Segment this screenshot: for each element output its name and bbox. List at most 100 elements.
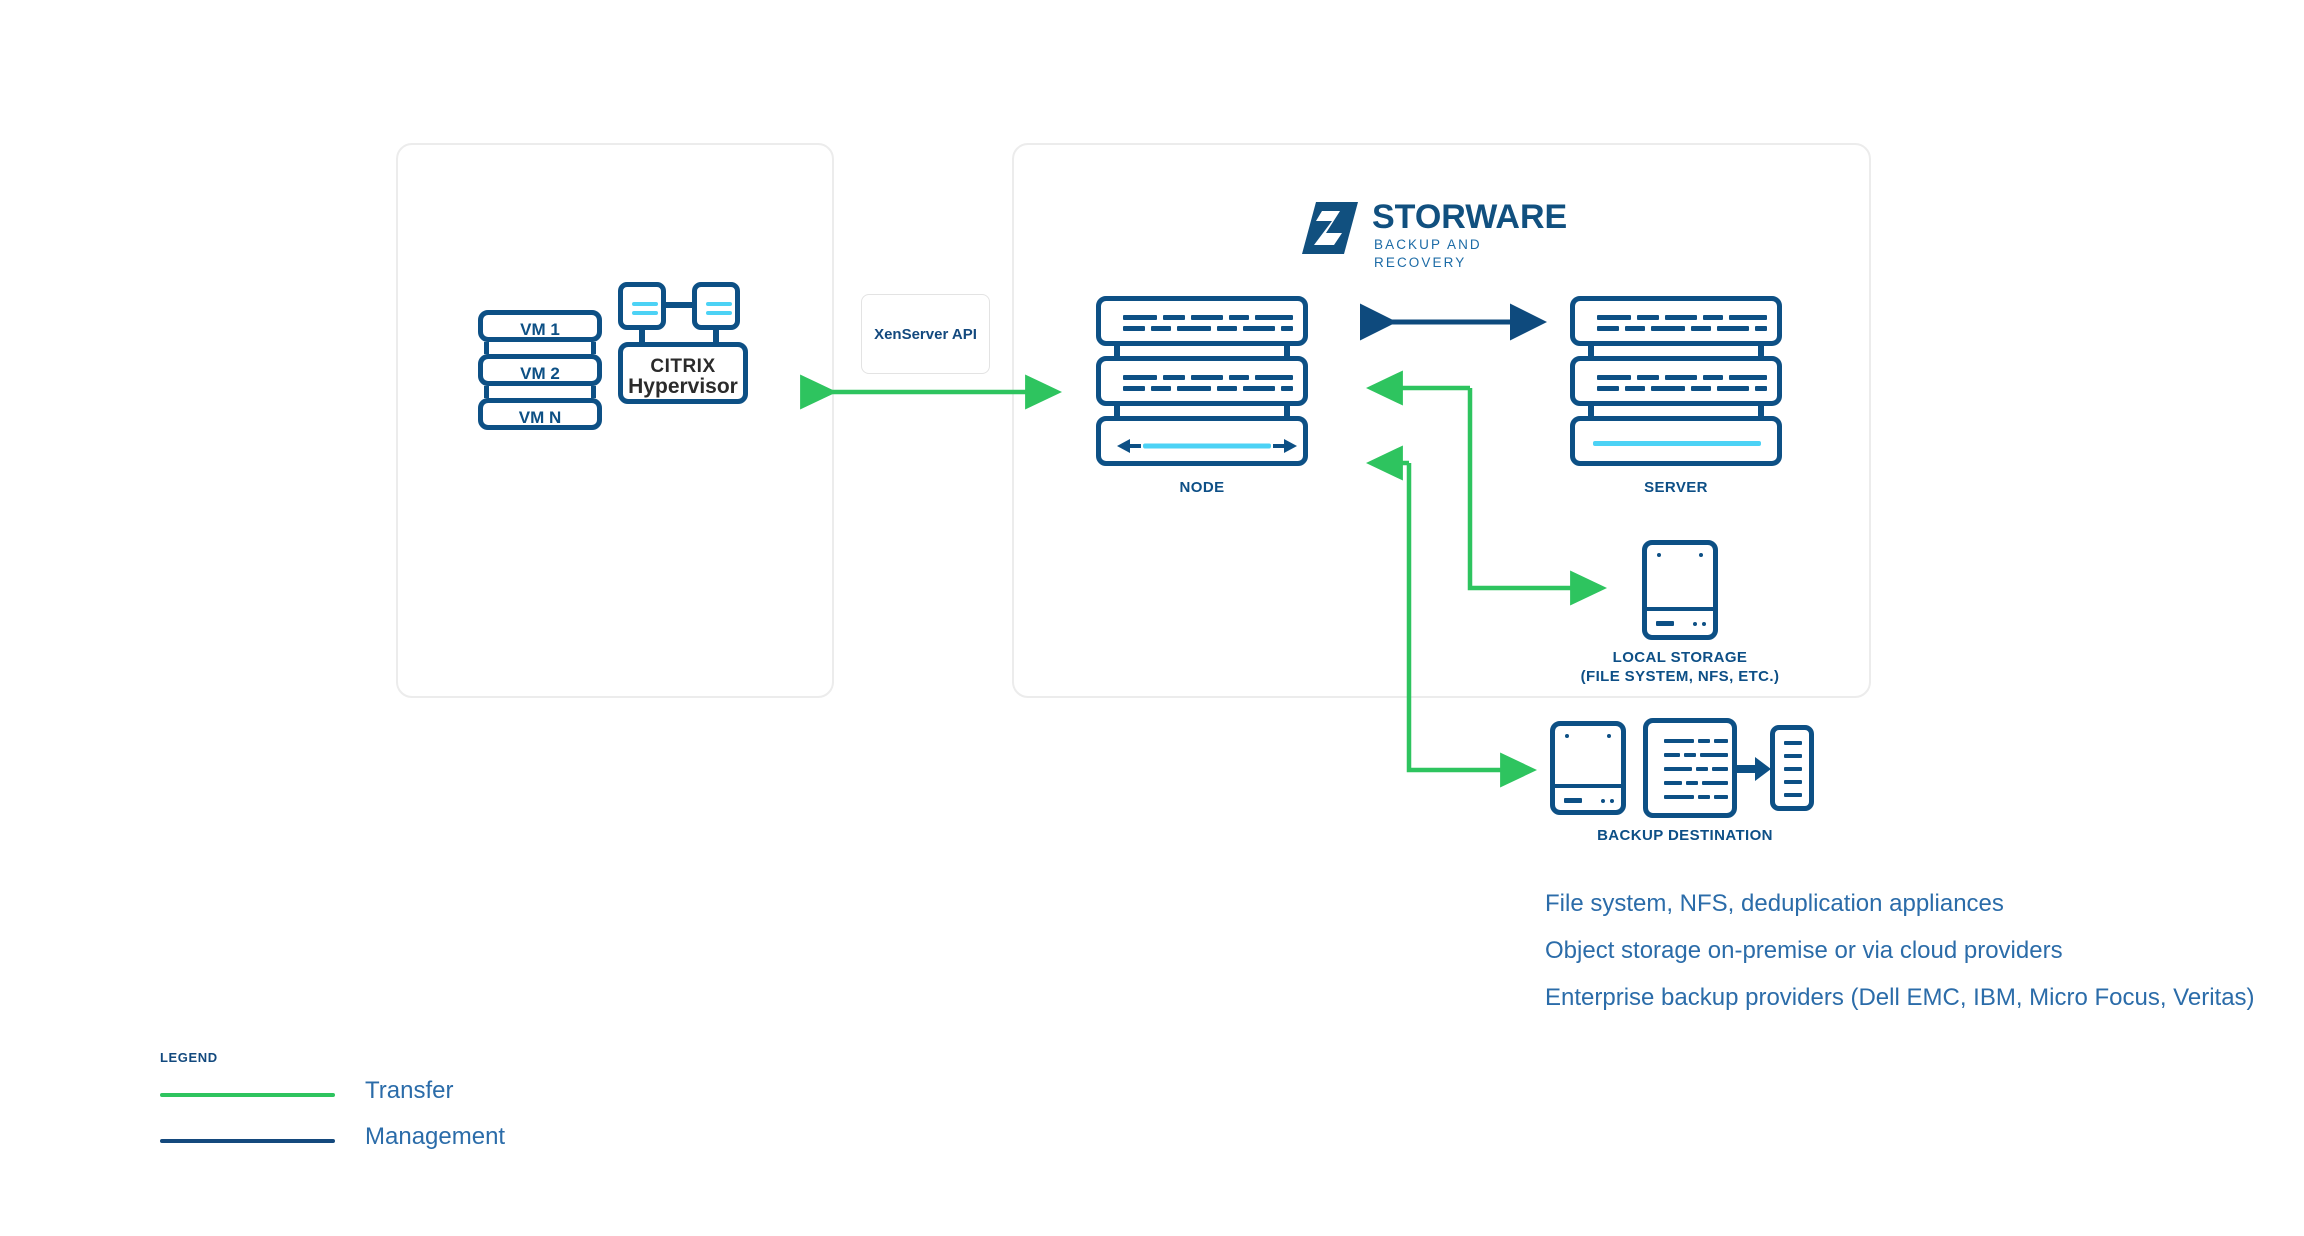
node-connector <box>1114 346 1120 356</box>
node-unit-3 <box>1096 416 1308 466</box>
dash <box>1664 781 1682 785</box>
server-connector <box>1758 346 1764 356</box>
dash <box>1597 375 1631 380</box>
dash <box>1191 315 1223 320</box>
dash <box>1625 386 1645 391</box>
node-connector <box>1284 346 1290 356</box>
vm-label: VM 2 <box>520 364 560 383</box>
dash <box>1717 386 1749 391</box>
dash <box>1703 315 1723 320</box>
node-connector <box>1284 406 1290 416</box>
backup-disk-icon <box>1550 721 1626 815</box>
storware-wordmark-text: STORWARE <box>1372 198 1568 236</box>
server-icon <box>1570 296 1782 466</box>
vm-box-1: VM 1 <box>478 310 602 342</box>
dash <box>1651 326 1685 331</box>
dash <box>1637 375 1659 380</box>
cyan-line <box>706 302 732 306</box>
local-storage-icon <box>1642 540 1718 640</box>
dash <box>1597 386 1619 391</box>
dash <box>1696 767 1708 771</box>
dash <box>1123 326 1145 331</box>
legend-label: Transfer <box>365 1077 454 1104</box>
xenserver-api-label: XenServer API <box>874 325 977 343</box>
vm-connector <box>484 386 489 398</box>
node-connector <box>1114 406 1120 416</box>
dash <box>1684 753 1696 757</box>
disk-divider <box>1647 607 1713 611</box>
description-line: File system, NFS, deduplication applianc… <box>1545 890 2004 917</box>
description-line: Enterprise backup providers (Dell EMC, I… <box>1545 984 2255 1011</box>
vm-connector <box>591 386 596 398</box>
transfer-path-node-backup-destination <box>1366 445 1537 788</box>
legend-swatch-transfer <box>160 1093 335 1097</box>
legend-item-transfer: Transfer <box>160 1077 680 1111</box>
storware-logo: STORWARE BACKUP AND RECOVERY <box>1302 198 1577 270</box>
dash <box>1229 375 1249 380</box>
dash <box>1163 375 1185 380</box>
dash <box>1255 375 1293 380</box>
dash <box>1784 767 1802 771</box>
dash <box>1729 315 1767 320</box>
dash <box>1703 375 1723 380</box>
backup-tape-icon <box>1770 725 1814 811</box>
dash <box>1717 326 1749 331</box>
disk-dot <box>1565 734 1569 738</box>
storware-tagline-text: BACKUP AND RECOVERY <box>1374 237 1482 270</box>
hypervisor-node-box-right <box>692 282 740 330</box>
dash <box>1691 326 1711 331</box>
node-throughput-arrow-icon <box>1117 439 1297 453</box>
dash <box>1698 795 1710 799</box>
dash <box>1243 386 1275 391</box>
dash <box>1217 326 1237 331</box>
vm-label: VM 1 <box>520 320 560 339</box>
dash <box>1255 315 1293 320</box>
dash <box>1664 753 1680 757</box>
dash <box>1625 326 1645 331</box>
backup-data-icon <box>1643 718 1737 818</box>
dash <box>1163 315 1185 320</box>
citrix-logo-box: CITRIX Hypervisor <box>618 342 748 404</box>
vm-box-n: VM N <box>478 398 602 430</box>
legend-title: LEGEND <box>160 1050 218 1065</box>
disk-dot <box>1699 553 1703 557</box>
dash <box>1597 315 1631 320</box>
dash <box>1177 386 1211 391</box>
dash <box>1784 741 1802 745</box>
local-storage-disk <box>1642 540 1718 640</box>
hypervisor-drop-left <box>639 330 645 345</box>
dash <box>1151 386 1171 391</box>
citrix-hypervisor-icon: CITRIX Hypervisor <box>614 282 754 422</box>
citrix-product: Hypervisor <box>628 375 738 398</box>
cyan-line <box>1593 441 1761 446</box>
disk-dot <box>1607 734 1611 738</box>
transfer-path-node-local-storage <box>1366 370 1607 606</box>
dash <box>1151 326 1171 331</box>
cyan-line <box>632 311 658 315</box>
backup-flow-arrow-icon <box>1737 757 1771 781</box>
dash <box>1123 375 1157 380</box>
dash <box>1651 386 1685 391</box>
dash <box>1665 375 1697 380</box>
dash <box>1664 795 1694 799</box>
dash <box>1664 767 1692 771</box>
hypervisor-node-box-left <box>618 282 666 330</box>
node-caption: NODE <box>1179 479 1225 496</box>
disk-divider <box>1555 784 1621 788</box>
dash <box>1784 754 1802 758</box>
server-connector <box>1758 406 1764 416</box>
dash <box>1700 753 1728 757</box>
disk-indicator <box>1564 798 1582 803</box>
dash <box>1217 386 1237 391</box>
dash <box>1714 739 1728 743</box>
disk-dot <box>1601 799 1605 803</box>
dash <box>1686 781 1698 785</box>
cyan-line <box>632 302 658 306</box>
legend-label: Management <box>365 1123 506 1150</box>
disk-dot <box>1702 622 1706 626</box>
hypervisor-drop-right <box>713 330 719 345</box>
local-storage-caption: LOCAL STORAGE (FILE SYSTEM, NFS, ETC.) <box>1560 648 1800 686</box>
dash <box>1281 386 1293 391</box>
server-unit-2 <box>1570 356 1782 406</box>
storware-tagline: BACKUP AND RECOVERY <box>1374 236 1577 272</box>
